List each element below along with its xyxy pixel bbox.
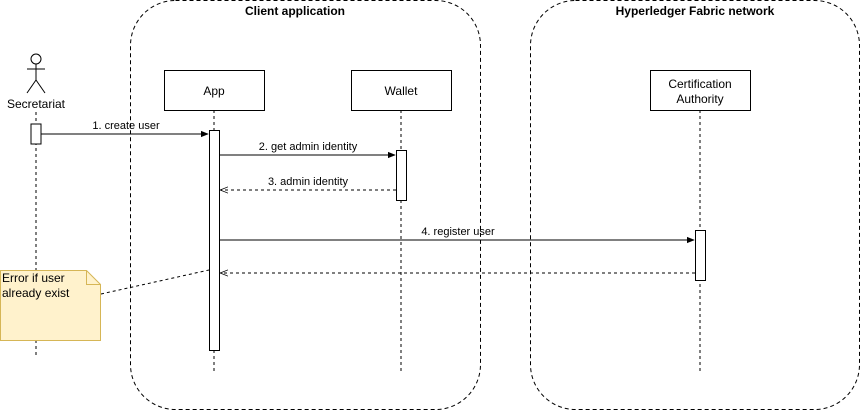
actor-secretariat: Secretariat <box>7 53 66 355</box>
message-admin-identity-label: 3. admin identity <box>268 176 349 188</box>
note-error-user-exists: Error if user already exist <box>0 269 210 341</box>
note-text-line2: already exist <box>2 286 70 300</box>
fabric-network-frame <box>530 0 860 410</box>
client-application-group: Client application <box>130 0 481 410</box>
participant-certification-authority: Certification Authority <box>650 70 751 372</box>
participant-app: App <box>164 70 265 372</box>
note-fold <box>86 270 101 285</box>
wallet-label: Wallet <box>385 84 419 98</box>
client-application-title: Client application <box>245 4 345 18</box>
app-activation <box>209 130 220 351</box>
ca-label-line2: Authority <box>676 92 723 106</box>
fabric-network-title: Hyperledger Fabric network <box>616 4 775 18</box>
note-connector <box>100 269 210 295</box>
actor-secretariat-label: Secretariat <box>7 97 66 111</box>
message-get-admin-identity: 2. get admin identity <box>220 141 396 159</box>
ca-box <box>650 70 751 111</box>
secretariat-activation <box>30 123 42 145</box>
ca-activation <box>695 230 706 281</box>
message-create-user-label: 1. create user <box>92 120 160 132</box>
message-admin-identity: 3. admin identity <box>221 176 396 190</box>
message-register-user-label: 4. register user <box>421 226 495 238</box>
message-get-admin-identity-label: 2. get admin identity <box>259 141 358 153</box>
wallet-activation <box>396 150 407 201</box>
message-create-user: 1. create user <box>41 120 209 138</box>
message-register-user: 4. register user <box>220 226 695 244</box>
note-shape <box>0 270 101 341</box>
fabric-network-group: Hyperledger Fabric network <box>530 0 860 410</box>
note-text-line1: Error if user <box>2 271 65 285</box>
app-label: App <box>203 84 225 98</box>
participant-wallet: Wallet <box>351 70 452 372</box>
app-box <box>164 70 265 111</box>
wallet-box <box>351 70 452 111</box>
stick-figure-icon <box>26 53 46 94</box>
client-application-frame <box>130 0 481 410</box>
ca-label-line1: Certification <box>668 77 731 91</box>
